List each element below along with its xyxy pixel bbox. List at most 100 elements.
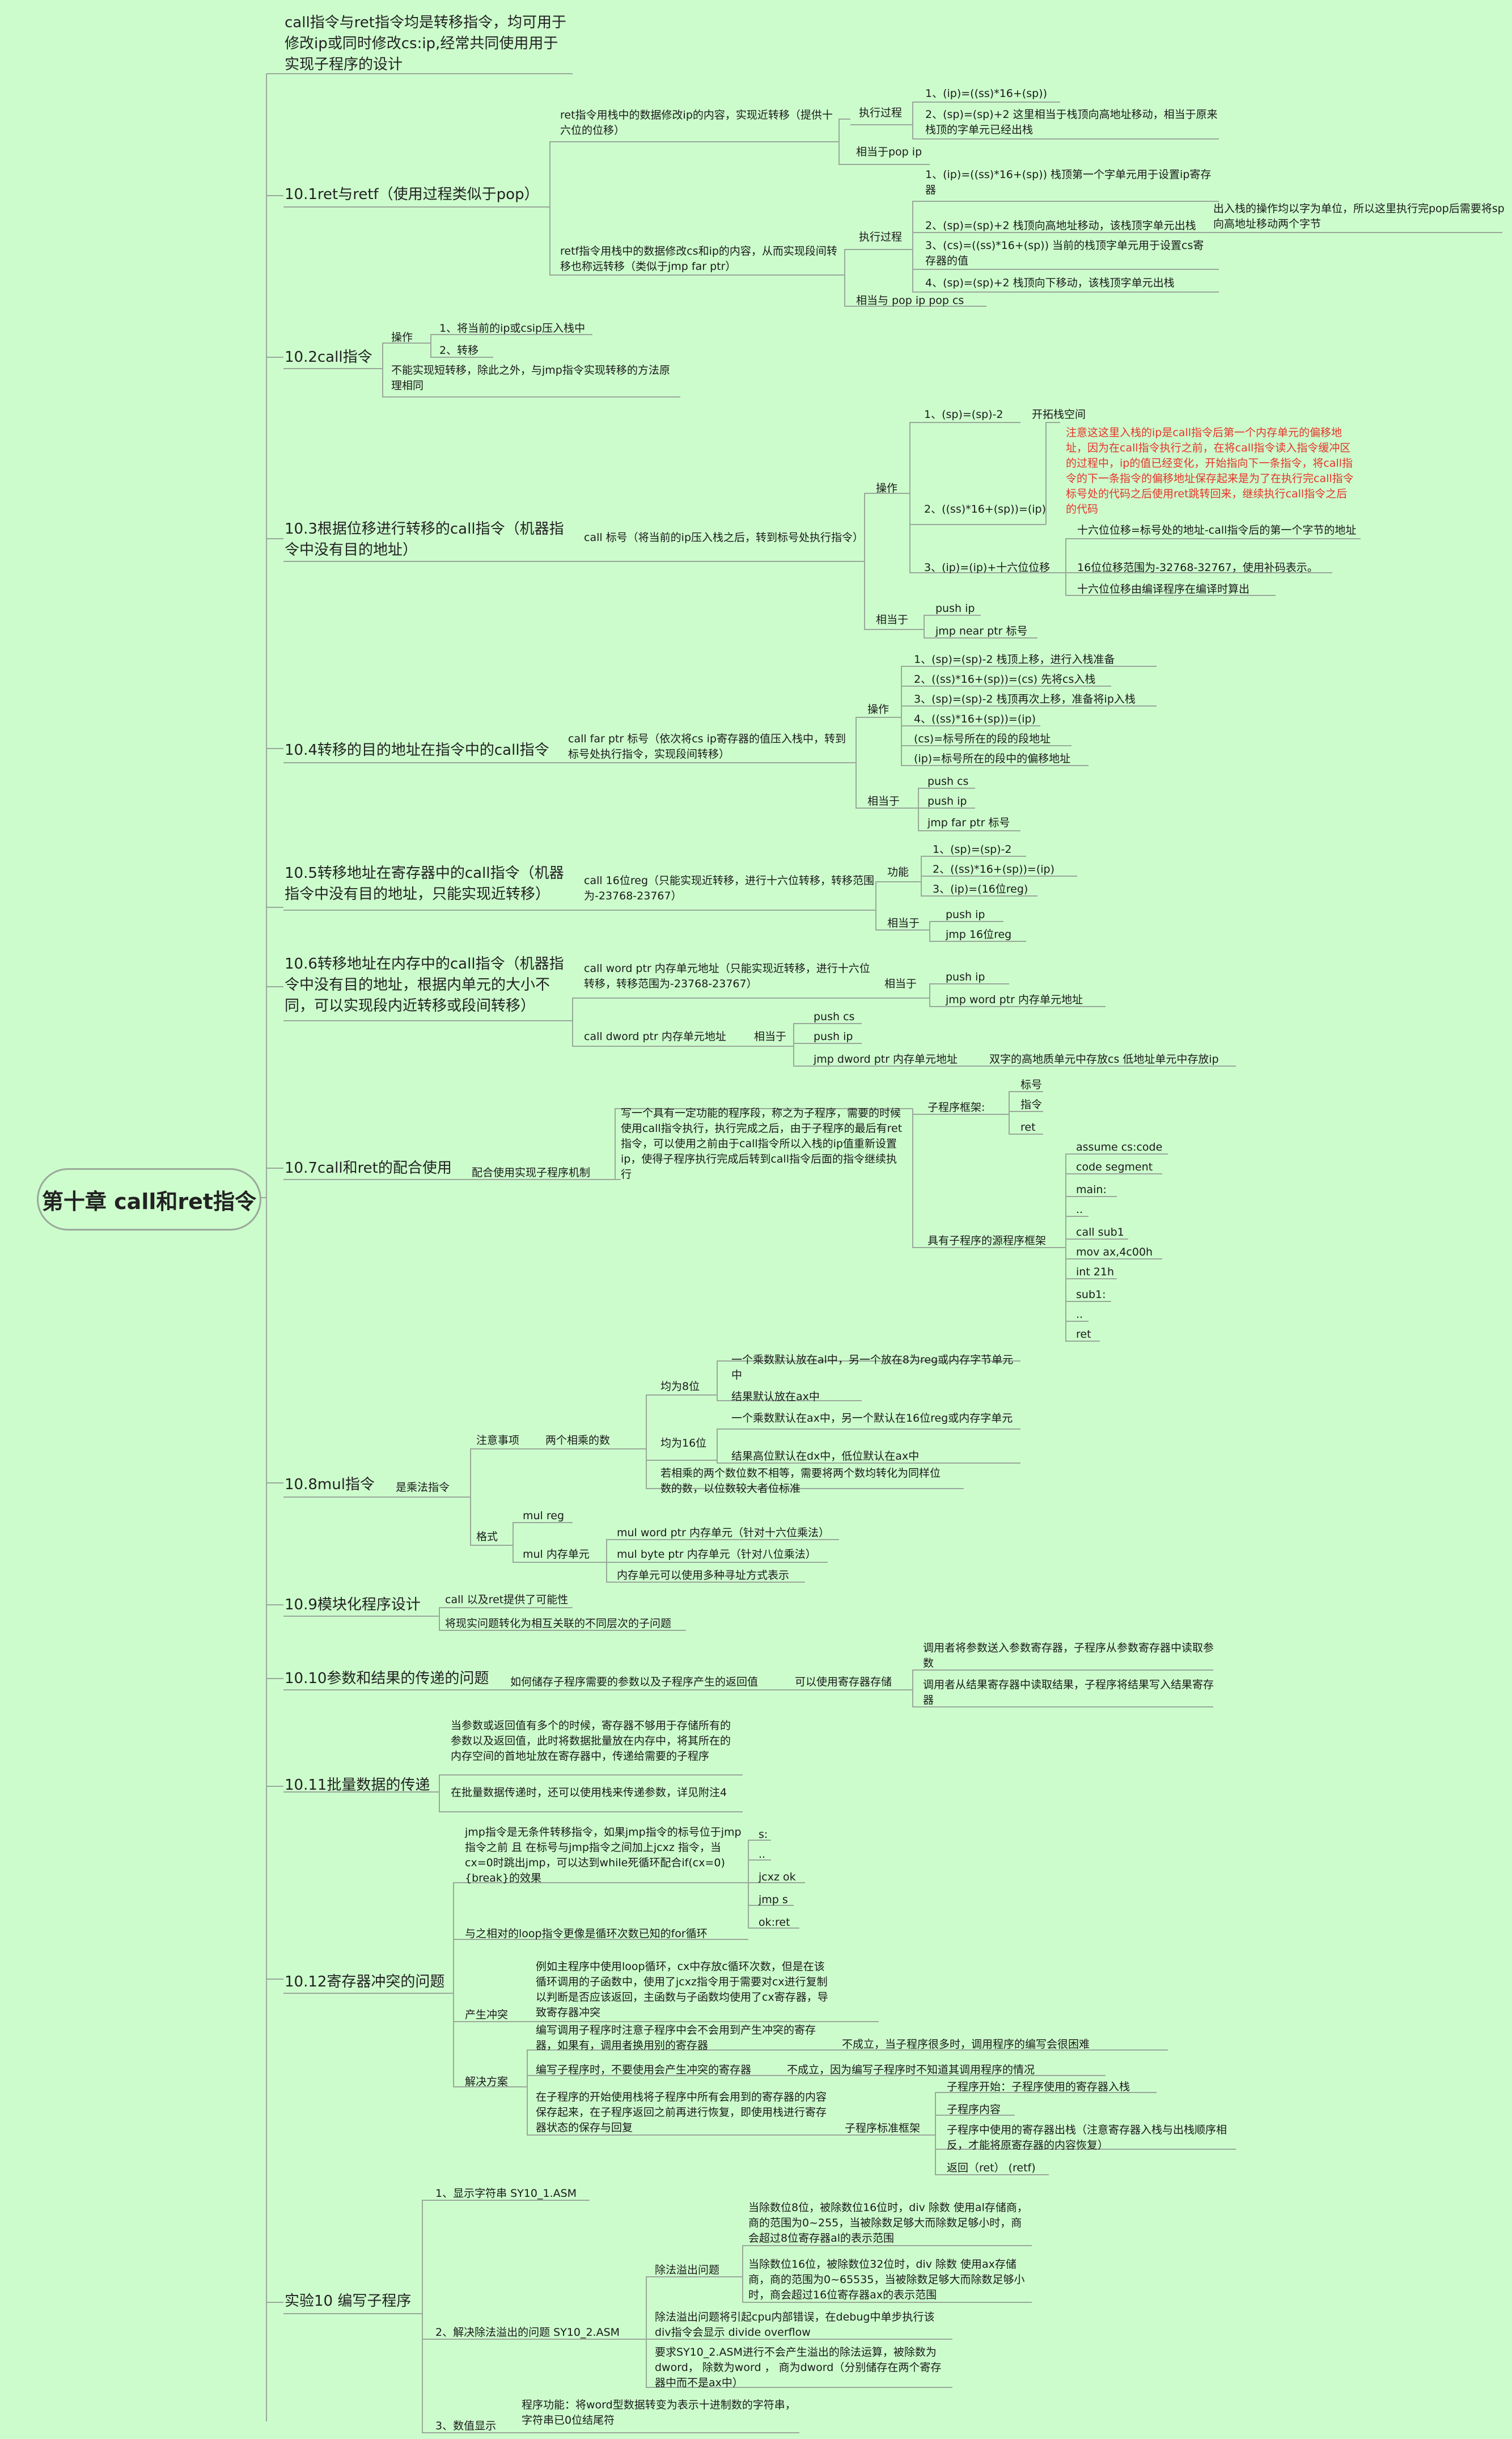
root-topic[interactable]: 第十章 call和ret指令 [37,1168,261,1231]
call-reg-step-3[interactable]: 3、(ip)=(16位reg) [933,883,1028,895]
call-op-1[interactable]: 1、将当前的ip或csip压入栈中 [439,322,586,335]
retf-step-2[interactable]: 2、(sp)=(sp)+2 栈顶向高地址移动，该栈顶字单元出栈 [925,219,1196,232]
batch-b[interactable]: 在批量数据传递时，还可以使用栈来传递参数，详见附注4 [451,1786,727,1799]
code-line[interactable]: .. [1076,1203,1083,1216]
call-dword-note[interactable]: 双字的高地质单元中存放cs 低地址单元中存放ip [989,1053,1219,1066]
subroutine-frame-1[interactable]: 标号 [1020,1079,1043,1091]
retf-step-3[interactable]: 3、(cs)=((ss)*16+(sp)) 当前的栈顶字单元用于设置cs寄存器的… [925,239,1204,267]
section-10-5-title[interactable]: 10.5转移地址在寄存器中的call指令（机器指令中没有目的地址，只能实现近转移… [285,865,564,903]
exp-item-3[interactable]: 3、数值显示 [435,2420,497,2432]
subroutine-frame[interactable]: 子程序框架: [927,1101,985,1114]
code-line[interactable]: .. [1076,1308,1083,1321]
mul-8bit[interactable]: 均为8位 [660,1380,700,1393]
mul-8bit-b[interactable]: 结果默认放在ax中 [731,1390,820,1403]
call-label-step-3[interactable]: 3、(ip)=(ip)+十六位位移 [924,561,1051,574]
call-far-equiv-2[interactable]: push ip [927,795,967,808]
section-10-6-title[interactable]: 10.6转移地址在内存中的call指令（机器指令中没有目的地址，根据内单元的大小… [285,956,564,1015]
ret-exec-label[interactable]: 执行过程 [859,107,903,119]
experiment-10-title[interactable]: 实验10 编写子程序 [285,2293,412,2310]
call-word-equiv-1[interactable]: push ip [946,971,985,983]
call-dword-equiv[interactable]: 相当于 [754,1030,787,1043]
retf-step-1[interactable]: 1、(ip)=((ss)*16+(sp)) 栈顶第一个字单元用于设置ip寄存器 [925,168,1212,196]
subroutine-frame-2[interactable]: 指令 [1020,1098,1043,1111]
call-label-step-3-a[interactable]: 十六位位移=标号处的地址-call指令后的第一个字节的地址 [1077,524,1357,536]
batch-a[interactable]: 当参数或返回值有多个的时候，寄存器不够用于存储所有的参数以及返回值，此时将数据批… [451,1719,731,1762]
call-label-equiv[interactable]: 相当于 [876,614,909,626]
overflow-1[interactable]: 当除数位8位，被除数位16位时，div 除数 使用al存储商，商的范围为0~25… [748,2201,1028,2244]
loop-desc[interactable]: 与之相对的loop指令更像是循环次数已知的for循环 [465,1927,708,1940]
modular-b[interactable]: 将现实问题转化为相互关联的不同层次的子问题 [445,1617,672,1630]
ret-step-1[interactable]: 1、(ip)=((ss)*16+(sp)) [925,87,1048,100]
call-reg-step-1[interactable]: 1、(sp)=(sp)-2 [933,843,1012,856]
subroutine-use[interactable]: 配合使用实现子程序机制 [472,1166,591,1179]
ret-step-2[interactable]: 2、(sp)=(sp)+2 这里相当于栈顶向高地址移动，相当于原来栈顶的字单元已… [925,108,1218,136]
solution-2[interactable]: 编写子程序时，不要使用会产生冲突的寄存器 [536,2064,752,2076]
code-line[interactable]: assume cs:code [1076,1141,1163,1153]
call-label-step-2[interactable]: 2、((ss)*16+(sp))=(ip) [924,503,1047,515]
mul-16bit[interactable]: 均为16位 [660,1437,707,1449]
call-far-step-2[interactable]: 2、((ss)*16+(sp))=(cs) 先将cs入栈 [914,673,1096,686]
mul-mem-2[interactable]: mul byte ptr 内存单元（针对八位乘法） [617,1548,816,1561]
call-far-step-3[interactable]: 3、(sp)=(sp)-2 栈顶再次上移，准备将ip入栈 [914,693,1136,705]
mul-mem[interactable]: mul 内存单元 [523,1548,590,1561]
exp-item-3-desc[interactable]: 程序功能：将word型数据转变为表示十进制数的字符串，字符串已0位结尾符 [522,2399,796,2427]
solution-1[interactable]: 编写调用子程序时注意子程序中会不会用到产生冲突的寄存器，如果有，调用者换用别的寄… [536,2024,816,2052]
call-reg-node[interactable]: call 16位reg（只能实现近转移，进行十六位转移，转移范围为-23768-… [584,874,875,902]
ret-node[interactable]: ret指令用栈中的数据修改ip的内容，实现近转移（提供十六位的位移） [560,109,833,137]
section-10-4-title[interactable]: 10.4转移的目的地址在指令中的call指令 [285,742,549,759]
call-reg-fn[interactable]: 功能 [887,866,909,878]
code-line[interactable]: ret [1076,1328,1091,1341]
call-label-step-3-b[interactable]: 16位位移范围为-32768-32767，使用补码表示。 [1077,561,1318,574]
call-reg-step-2[interactable]: 2、((ss)*16+(sp))=(ip) [933,863,1055,876]
std-frame-4[interactable]: 返回（ret） (retf) [947,2162,1036,2174]
solution-3[interactable]: 在子程序的开始使用栈将子程序中所有会用到的寄存器的内容保存起来，在子程序返回之前… [536,2091,827,2134]
call-dword-equiv-1[interactable]: push cs [814,1011,855,1023]
mul-attention[interactable]: 注意事项 [476,1434,520,1447]
section-10-7-title[interactable]: 10.7call和ret的配合使用 [285,1160,452,1177]
std-frame-1[interactable]: 子程序开始：子程序使用的寄存器入栈 [947,2081,1130,2093]
mul-desc[interactable]: 是乘法指令 [396,1481,450,1494]
jmp-code-line[interactable]: jcxz ok [759,1871,796,1883]
call-label-node[interactable]: call 标号（将当前的ip压入栈之后，转到标号处执行指令） [584,531,864,544]
param-question[interactable]: 如何储存子程序需要的参数以及子程序产生的返回值 [510,1676,759,1688]
mul-two-numbers[interactable]: 两个相乘的数 [545,1434,611,1447]
jmp-code-line[interactable]: jmp s [759,1893,788,1906]
section-10-1-title[interactable]: 10.1ret与retf（使用过程类似于pop） [285,186,539,203]
call-reg-equiv-2[interactable]: jmp 16位reg [946,928,1012,941]
call-op-label[interactable]: 操作 [391,331,413,344]
subroutine-frame-3[interactable]: ret [1020,1121,1036,1134]
conflict-label[interactable]: 产生冲突 [465,2009,509,2021]
call-word-equiv-2[interactable]: jmp word ptr 内存单元地址 [946,994,1083,1006]
jmp-code-line[interactable]: ok:ret [759,1916,790,1929]
call-reg-equiv[interactable]: 相当于 [887,917,920,929]
mul-16bit-b[interactable]: 结果高位默认在dx中，低位默认在ax中 [731,1450,920,1462]
mul-reg[interactable]: mul reg [523,1510,565,1522]
exp-item-1[interactable]: 1、显示字符串 SY10_1.ASM [435,2187,577,2200]
call-far-equiv-3[interactable]: jmp far ptr 标号 [927,817,1010,829]
std-frame-2[interactable]: 子程序内容 [947,2103,1001,2116]
solution-1-note[interactable]: 不成立，当子程序很多时，调用程序的编写会很困难 [842,2038,1090,2051]
section-10-10-title[interactable]: 10.10参数和结果的传递的问题 [285,1670,489,1687]
solution-label[interactable]: 解决方案 [465,2076,509,2088]
mul-format[interactable]: 格式 [476,1531,498,1543]
retf-exec-label[interactable]: 执行过程 [859,231,903,243]
retf-note[interactable]: 出入栈的操作均以字为单位，所以这里执行完pop后需要将sp向高地址移动两个字节 [1213,202,1505,230]
section-10-3-title[interactable]: 10.3根据位移进行转移的call指令（机器指令中没有目的地址） [285,521,564,559]
call-label-step-2-note[interactable]: 注意这这里入栈的ip是call指令后第一个内存单元的偏移地址，因为在call指令… [1066,426,1354,515]
code-line[interactable]: main: [1076,1183,1107,1196]
call-label-equiv-2[interactable]: jmp near ptr 标号 [935,625,1028,637]
param-answer-2[interactable]: 调用者从结果寄存器中读取结果，子程序将结果写入结果寄存器 [923,1679,1214,1706]
section-10-11-title[interactable]: 10.11批量数据的传递 [285,1777,430,1794]
call-label-step-1-note[interactable]: 开拓栈空间 [1032,408,1086,421]
mul-diff[interactable]: 若相乘的两个数位数不相等，需要将两个数均转化为同样位数的数，以位数较大者位标准 [660,1467,941,1495]
mul-mem-1[interactable]: mul word ptr 内存单元（针对十六位乘法） [617,1527,829,1539]
section-10-12-title[interactable]: 10.12寄存器冲突的问题 [285,1973,445,1990]
call-far-op[interactable]: 操作 [867,703,890,716]
mul-mem-3[interactable]: 内存单元可以使用多种寻址方式表示 [617,1569,790,1582]
retf-equiv[interactable]: 相当与 pop ip pop cs [856,294,964,307]
call-far-step-4[interactable]: 4、((ss)*16+(sp))=(ip) [914,713,1036,725]
exp-item-2[interactable]: 2、解决除法溢出的问题 SY10_2.ASM [435,2326,620,2339]
section-10-2-title[interactable]: 10.2call指令 [285,349,372,366]
code-line[interactable]: int 21h [1076,1266,1115,1278]
ret-equiv[interactable]: 相当于pop ip [856,146,922,158]
